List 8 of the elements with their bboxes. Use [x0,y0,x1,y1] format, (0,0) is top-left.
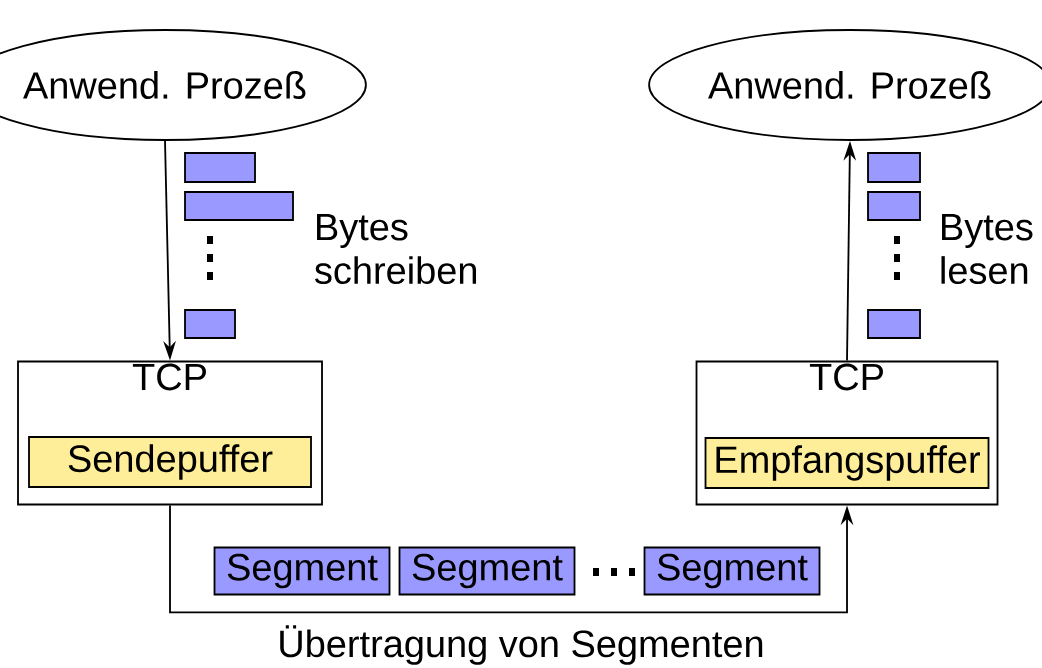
buffer-box: Empfangspuffer [704,437,990,489]
segment-box: Segment [213,546,391,596]
text-label: Bytes schreiben [315,213,476,285]
caption: Übertragung von Segmenten [280,625,763,665]
buffer-box: Sendepuffer [28,436,312,488]
segment-box: Segment [643,546,821,596]
text-label: Bytes lesen [941,213,1033,285]
segment-box: Segment [398,546,576,596]
